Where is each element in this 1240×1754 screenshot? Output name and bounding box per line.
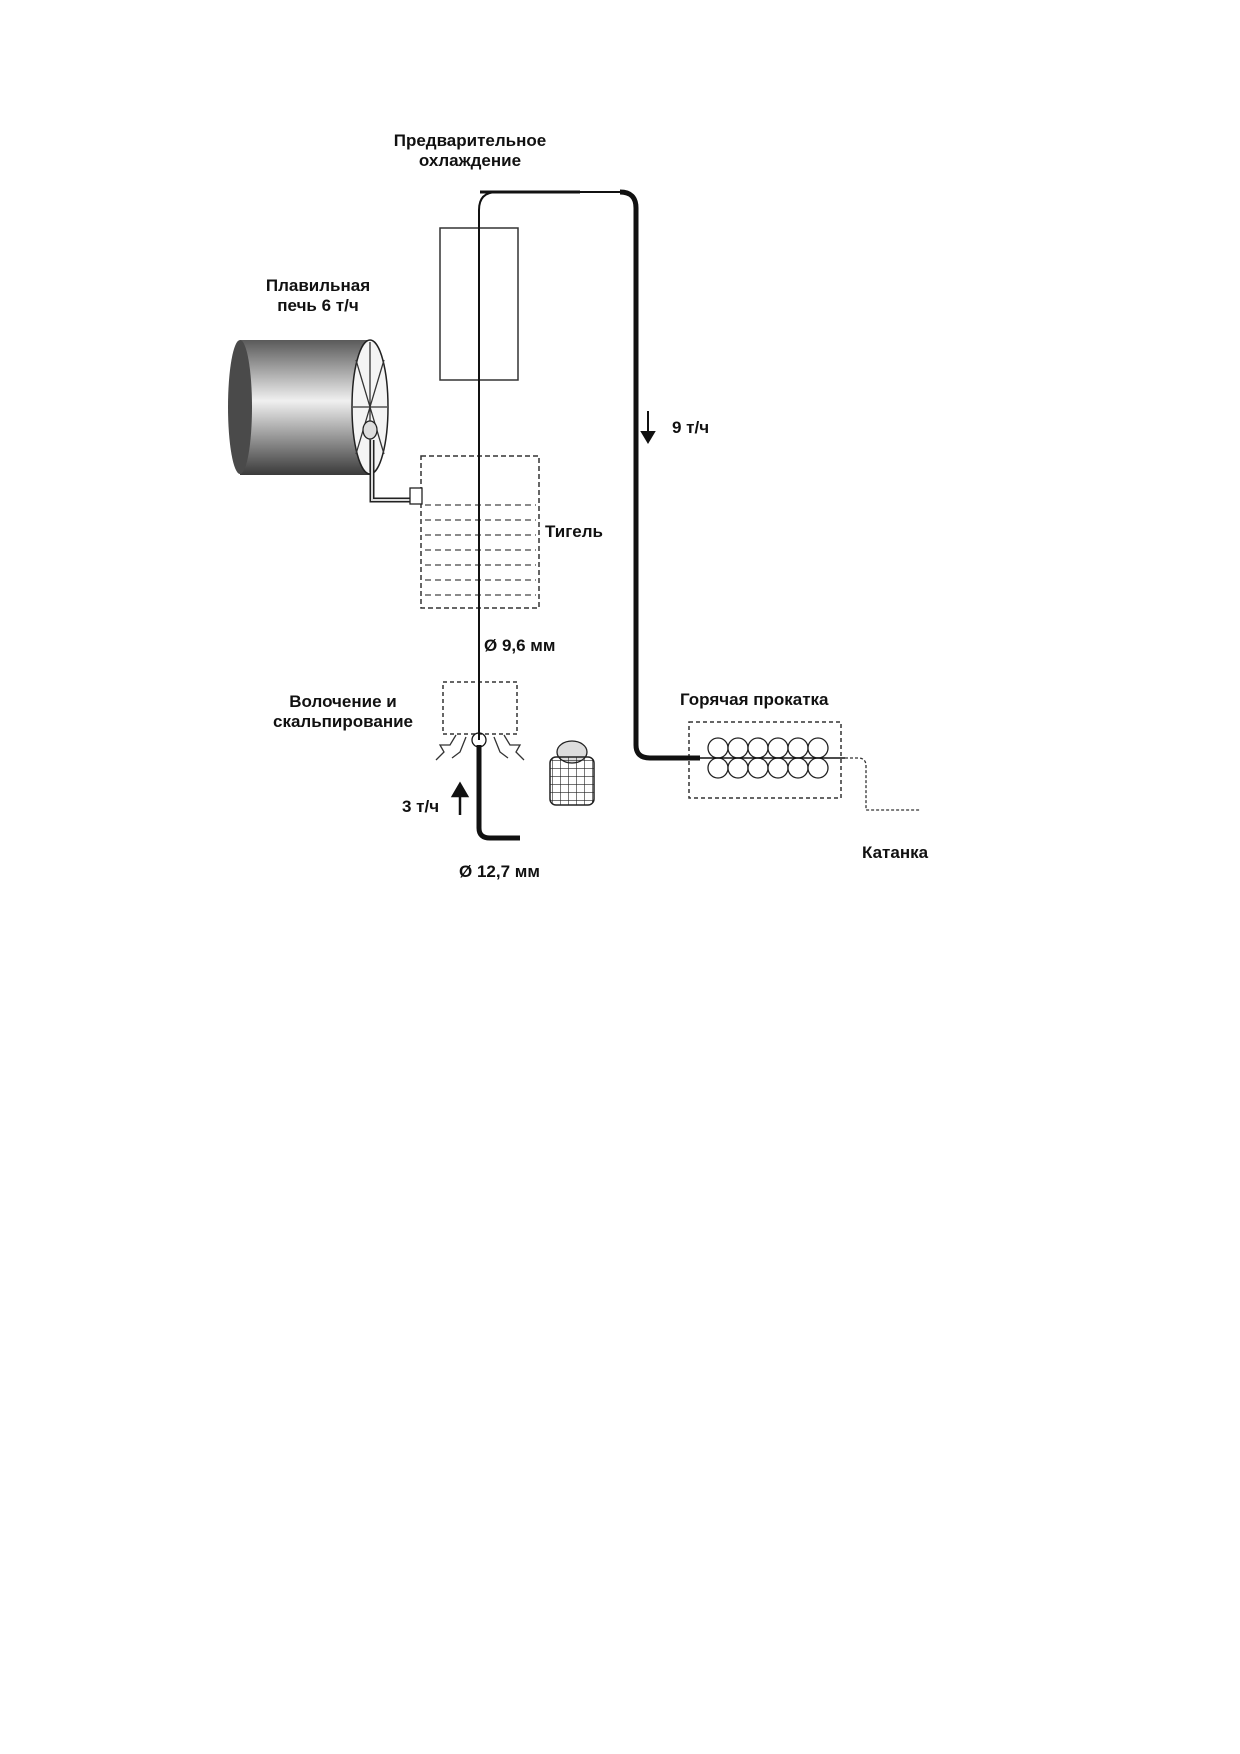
output-rod-line [845,757,920,811]
scrap-basket-icon [549,740,595,806]
flow-rate-up-label: 3 т/ч [402,797,440,816]
hot-rolling-box [688,721,842,799]
arrow-up-icon [450,781,470,815]
hot-rolling-label: Горячая прокатка [680,690,829,709]
drawing-label: Волочение и скальпирование [258,692,428,731]
furnace-label-line2: печь 6 т/ч [277,295,359,315]
core-diameter-label: Ø 9,6 мм [484,636,556,655]
drawing-label-line1: Волочение и [289,692,397,711]
rolling-stands [707,737,829,779]
furnace-label: Плавильная печь 6 т/ч [248,276,388,315]
precooling-label-line2: охлаждение [418,150,522,170]
shaving-nozzles [435,732,525,761]
input-diameter-label: Ø 12,7 мм [459,862,540,881]
precooling-label-line1: Предварительное [393,131,547,150]
input-rod-line [476,745,520,841]
drawing-label-line2: скальпирование [272,711,413,731]
crucible-label: Тигель [545,522,603,541]
arrow-down-icon [640,411,656,444]
coated-rod-line [619,189,700,761]
precooling-label: Предварительное охлаждение [370,131,570,170]
rod-output-label: Катанка [862,843,929,862]
flow-rate-down-label: 9 т/ч [672,418,710,437]
melting-furnace [228,339,389,475]
crucible-liquid [425,504,536,596]
core-rod-line [478,191,637,740]
furnace-label-line1: Плавильная [265,276,371,295]
